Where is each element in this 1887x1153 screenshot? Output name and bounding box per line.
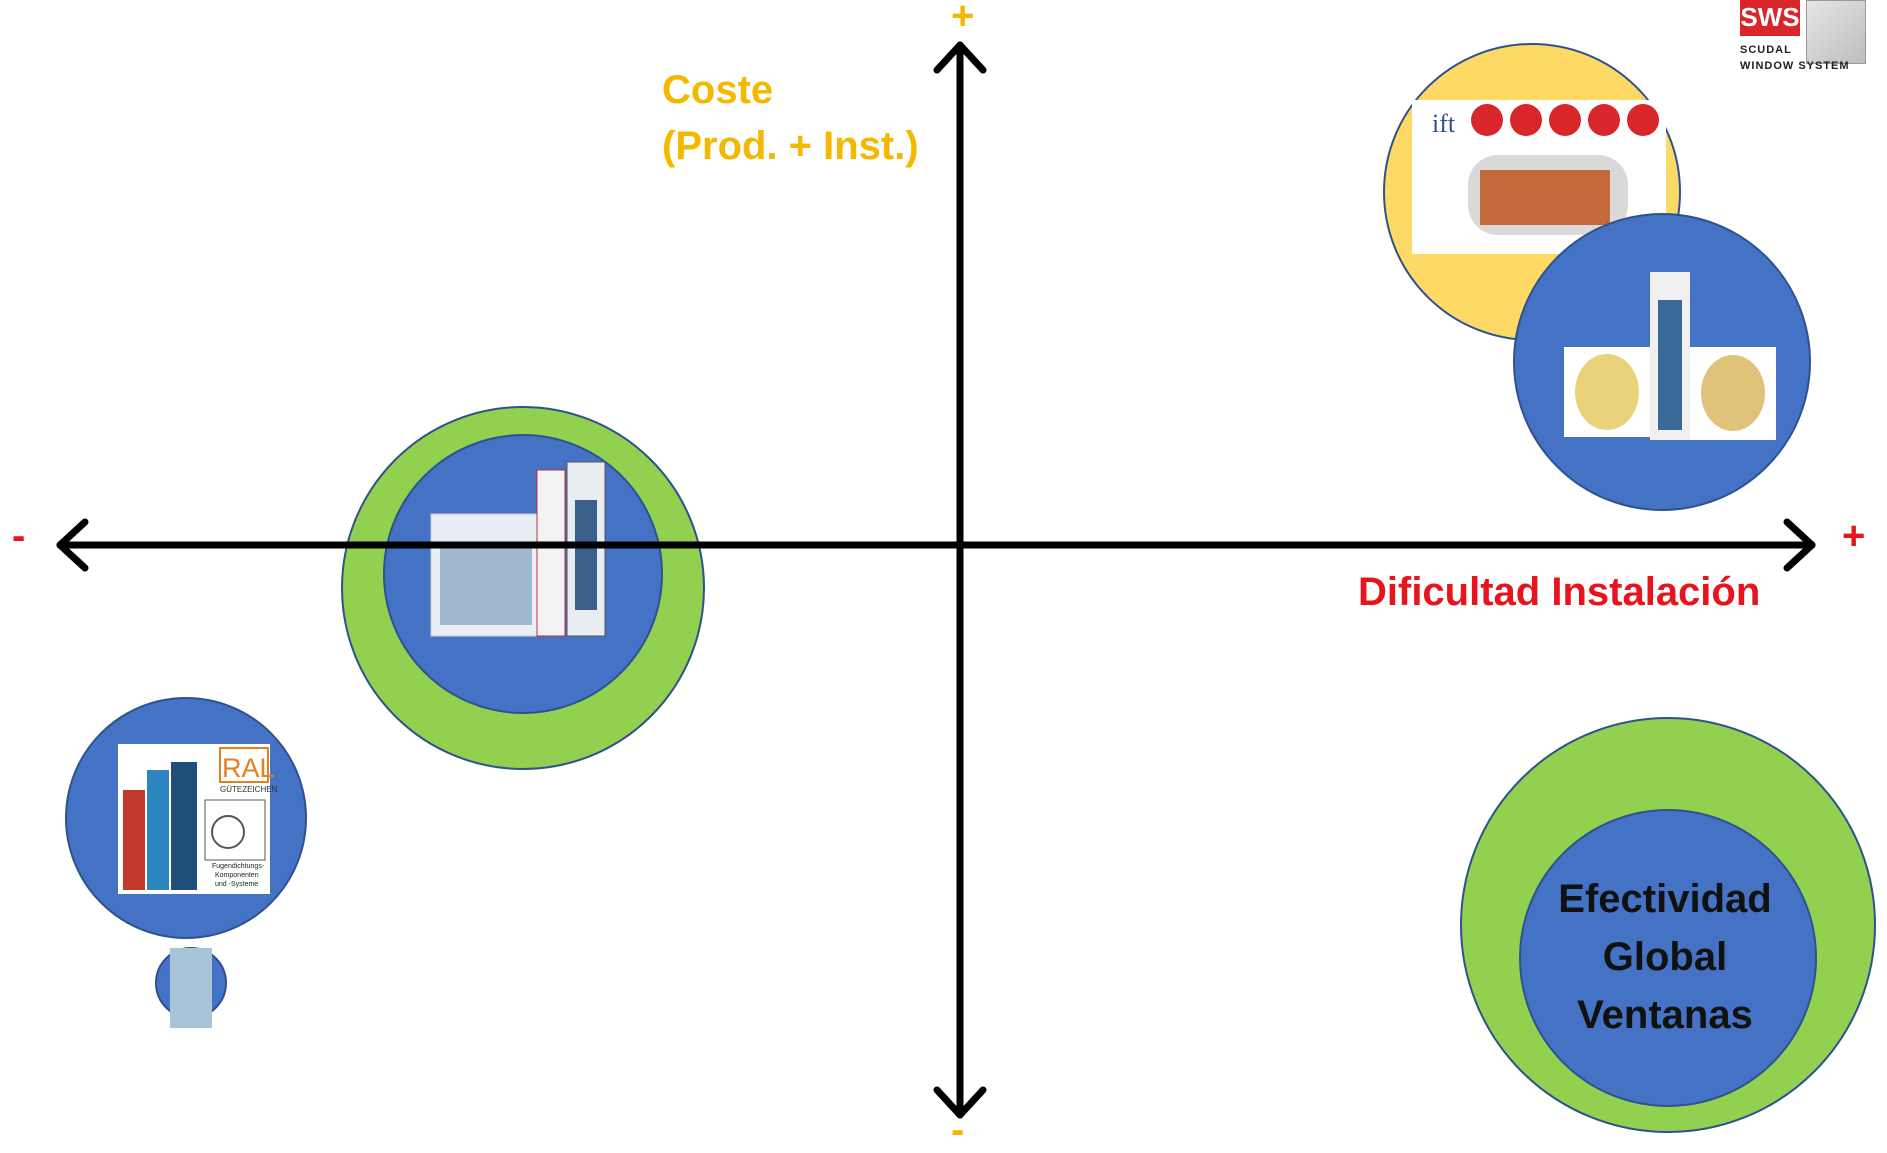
sws-logo: SWS SCUDAL WINDOW SYSTEM (1738, 0, 1878, 110)
legend-line-2: Global (1602, 935, 1728, 979)
ral-logo (219, 747, 269, 783)
y-axis (933, 41, 987, 1119)
bubble-bottom-left: RAL GÜTEZEICHEN Fugendichtungs- Komponen… (65, 697, 307, 939)
x-axis-minus-sign: - (12, 514, 26, 558)
bubble-small (155, 947, 227, 1028)
certification-icons (1471, 104, 1659, 136)
legend-core (1519, 809, 1817, 1107)
svg-text:RAL: RAL (222, 753, 275, 783)
tube-product-image-1 (536, 469, 566, 637)
x-axis-right-arrowhead (1783, 518, 1816, 572)
y-axis-top-arrowhead (933, 41, 987, 74)
x-axis-left-arrowhead (56, 518, 89, 572)
x-axis-plus-sign: + (1842, 514, 1866, 558)
y-axis-bottom-arrowhead (933, 1086, 987, 1119)
legend-line-1: Efectividad (1558, 877, 1772, 921)
small-product-image (170, 948, 212, 1028)
sws-brand-mark: SWS (1740, 0, 1800, 36)
x-axis (56, 518, 1816, 572)
legend-label: Efectividad Global Ventanas (1520, 870, 1810, 1044)
bubble-mid-left (341, 406, 705, 770)
svg-text:GÜTEZEICHEN: GÜTEZEICHEN (220, 785, 278, 794)
ral-caption-2: Komponenten (215, 872, 259, 879)
window-icon (1806, 0, 1866, 64)
bubble-right-blue (1513, 213, 1811, 511)
y-axis-minus-sign: - (951, 1108, 965, 1152)
ral-caption-1: Fugendichtungs- (212, 863, 265, 870)
y-axis-plus-sign: + (951, 0, 975, 38)
x-axis-label: Dificultad Instalación (1358, 570, 1761, 614)
legend-bubble (1460, 717, 1876, 1133)
ift-logo: ift (1432, 109, 1456, 138)
ral-caption-3: und -Systeme (215, 881, 258, 888)
legend-line-3: Ventanas (1577, 993, 1753, 1037)
sws-brand-subtitle: SCUDAL WINDOW SYSTEM (1740, 44, 1850, 72)
y-axis-label: Coste (Prod. + Inst.) (662, 68, 919, 168)
